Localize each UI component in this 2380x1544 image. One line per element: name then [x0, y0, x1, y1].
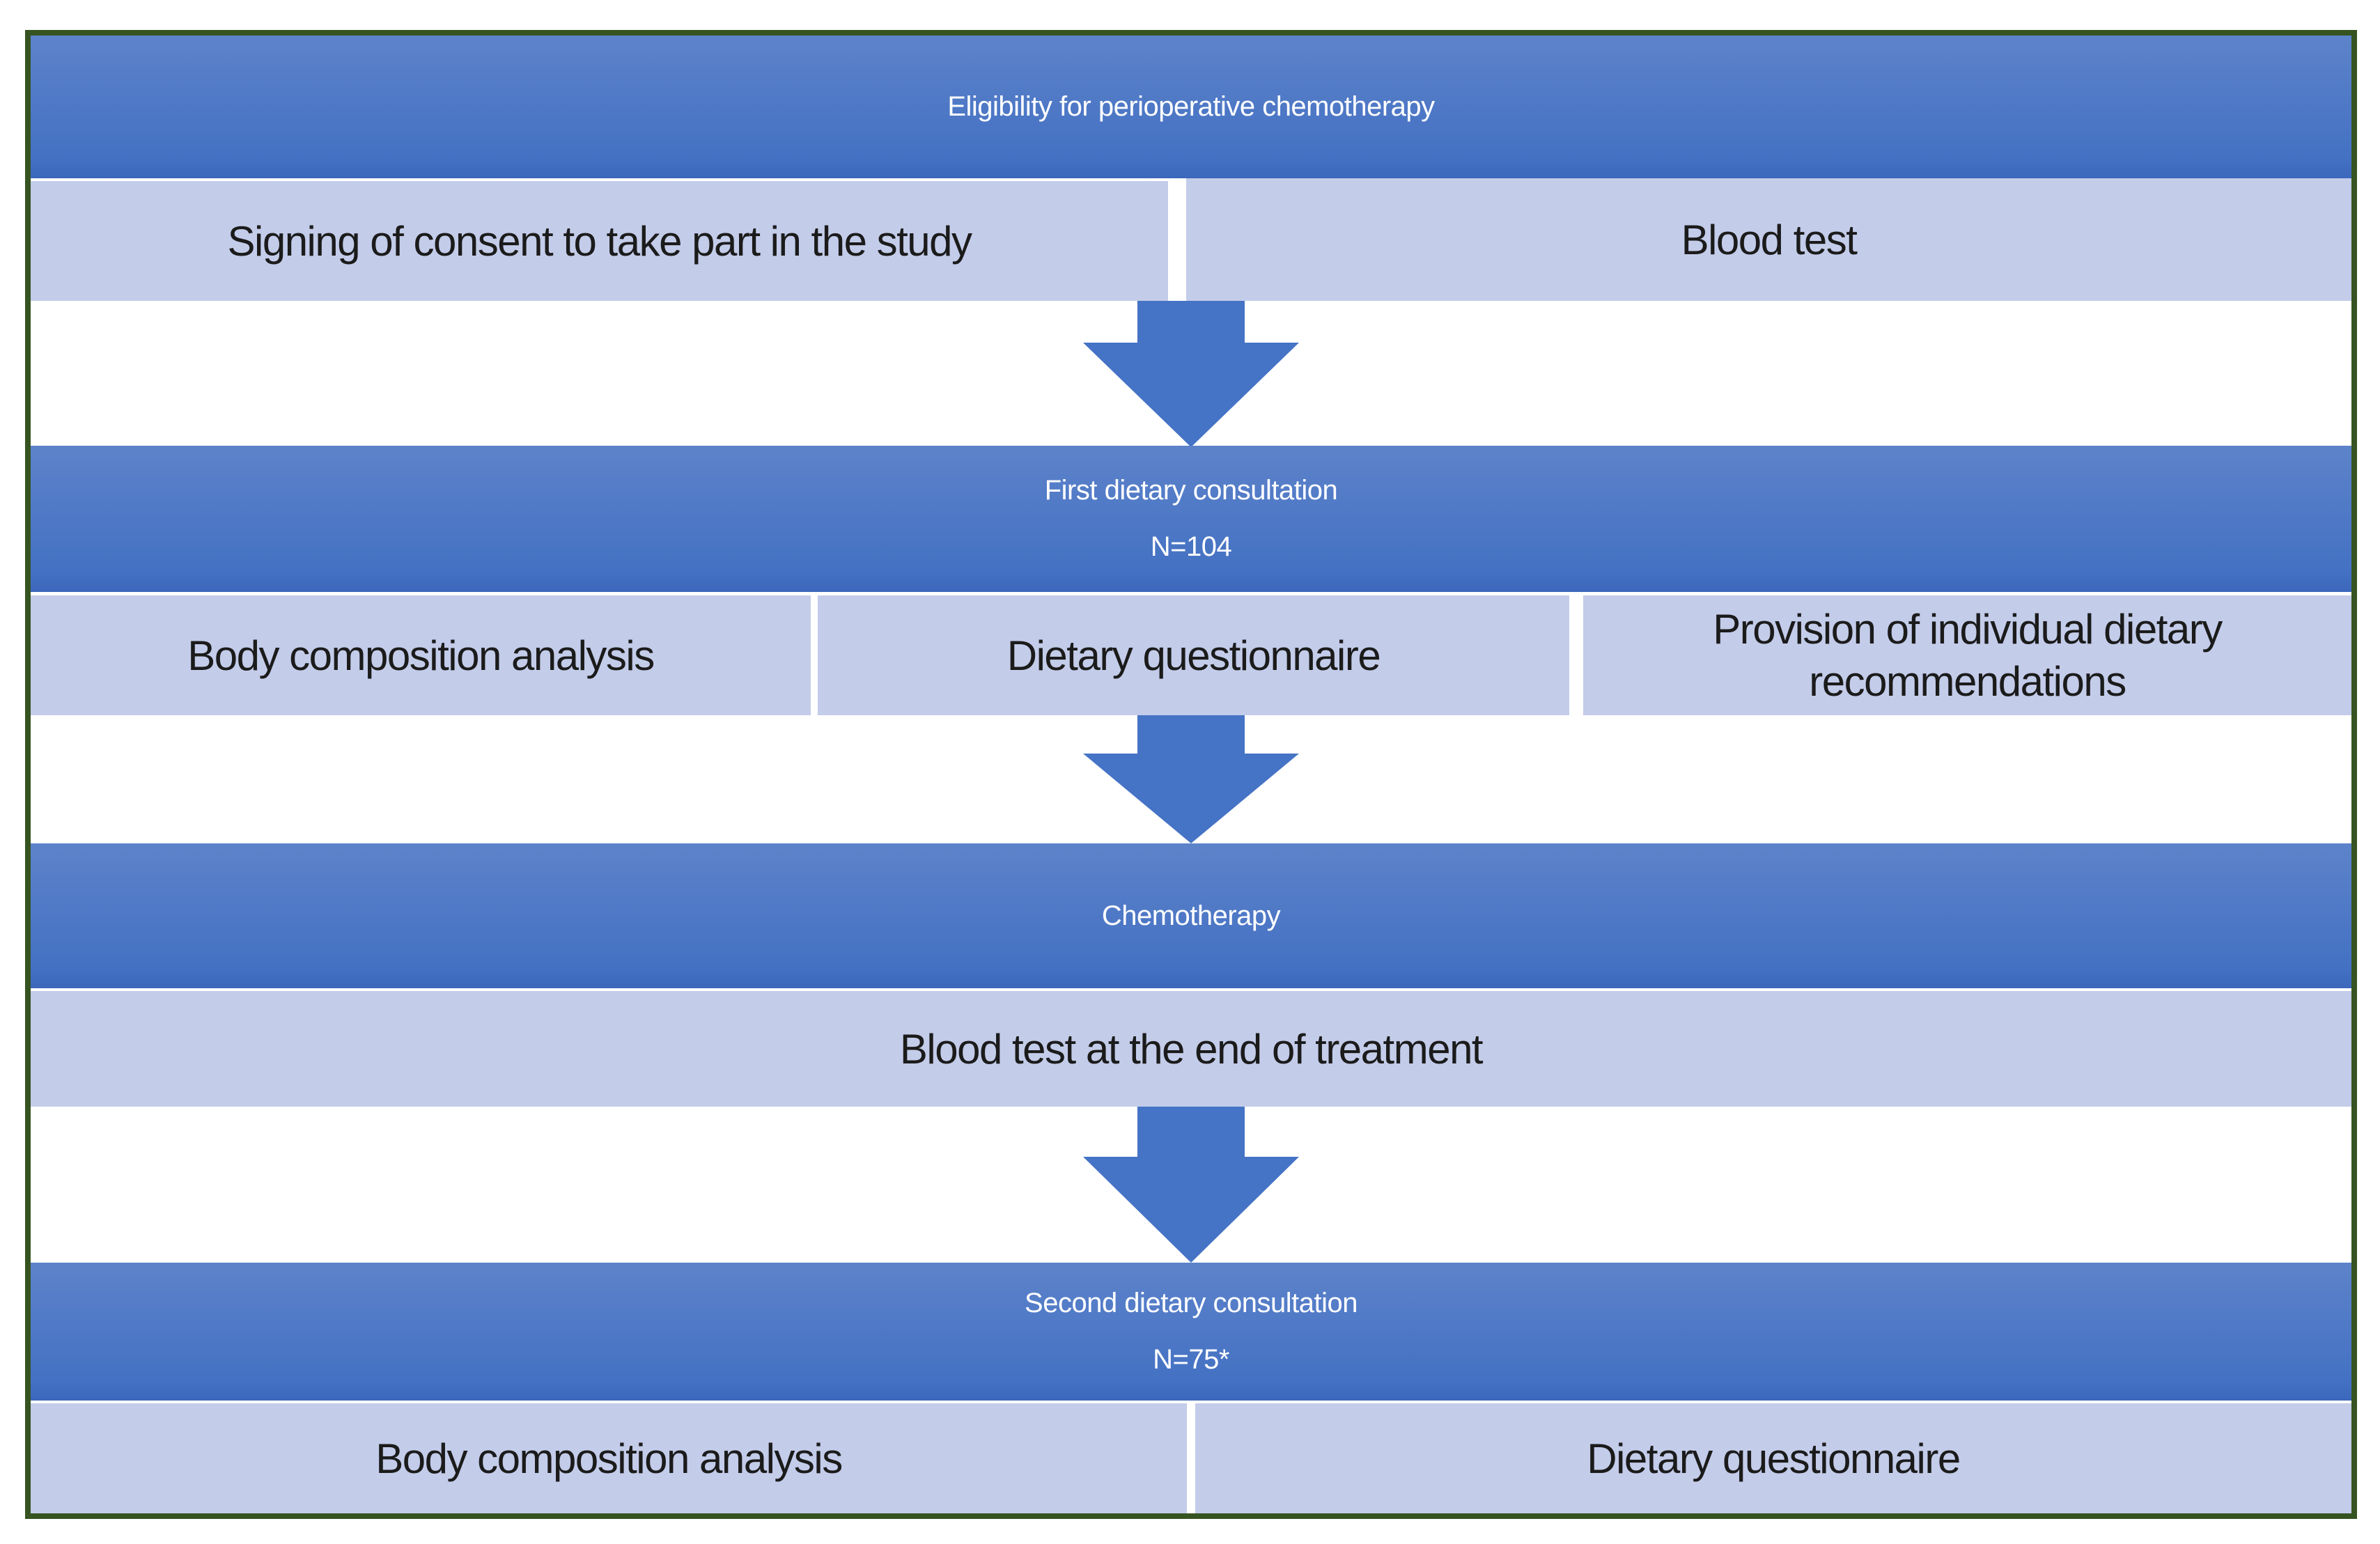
blood-test-cell: Blood test: [1186, 178, 2351, 301]
first-consultation-n: N=104: [1150, 531, 1232, 562]
down-arrow-icon: [1083, 1107, 1299, 1263]
dietary-questionnaire-cell-second: Dietary questionnaire: [1195, 1403, 2351, 1513]
body-composition-cell-first: Body composition analysis: [31, 595, 811, 715]
dietary-recommendations-label: Provision of individual dietary recommen…: [1713, 606, 2223, 705]
dietary-questionnaire-label-second: Dietary questionnaire: [1587, 1435, 1961, 1482]
body-composition-label-second: Body composition analysis: [375, 1435, 843, 1482]
down-arrow-head: [1083, 754, 1299, 843]
down-arrow-stem: [1137, 301, 1245, 344]
blood-test-cell-label: Blood test: [1681, 216, 1858, 263]
eligibility-header-title: Eligibility for perioperative chemothera…: [947, 91, 1435, 122]
dietary-questionnaire-label-first: Dietary questionnaire: [1006, 632, 1381, 679]
consent-cell-label: Signing of consent to take part in the s…: [227, 217, 972, 265]
second-consultation-title: Second dietary consultation: [1025, 1288, 1358, 1318]
flowchart-frame: Eligibility for perioperative chemothera…: [25, 30, 2357, 1519]
first-consultation-title: First dietary consultation: [1044, 475, 1338, 506]
down-arrow-head: [1083, 343, 1299, 447]
chemotherapy-bar: Chemotherapy: [31, 843, 2351, 988]
first-consultation-bar: First dietary consultation N=104: [31, 446, 2351, 592]
down-arrow-stem: [1137, 715, 1245, 755]
down-arrow-head: [1083, 1157, 1299, 1263]
down-arrow-stem: [1137, 1107, 1245, 1158]
second-consultation-bar: Second dietary consultation N=75*: [31, 1263, 2351, 1401]
second-consultation-n: N=75*: [1153, 1344, 1229, 1375]
down-arrow-icon: [1083, 301, 1299, 447]
blood-test-end-cell: Blood test at the end of treatment: [31, 991, 2351, 1107]
consent-cell: Signing of consent to take part in the s…: [31, 181, 1168, 301]
down-arrow-icon: [1083, 715, 1299, 843]
dietary-questionnaire-cell-first: Dietary questionnaire: [818, 595, 1569, 715]
dietary-recommendations-cell: Provision of individual dietary recommen…: [1583, 595, 2351, 715]
eligibility-header-bar: Eligibility for perioperative chemothera…: [31, 36, 2351, 178]
chemotherapy-title: Chemotherapy: [1101, 900, 1281, 931]
body-composition-cell-second: Body composition analysis: [31, 1403, 1187, 1513]
blood-test-end-label: Blood test at the end of treatment: [899, 1025, 1484, 1073]
body-composition-label-first: Body composition analysis: [187, 632, 655, 679]
